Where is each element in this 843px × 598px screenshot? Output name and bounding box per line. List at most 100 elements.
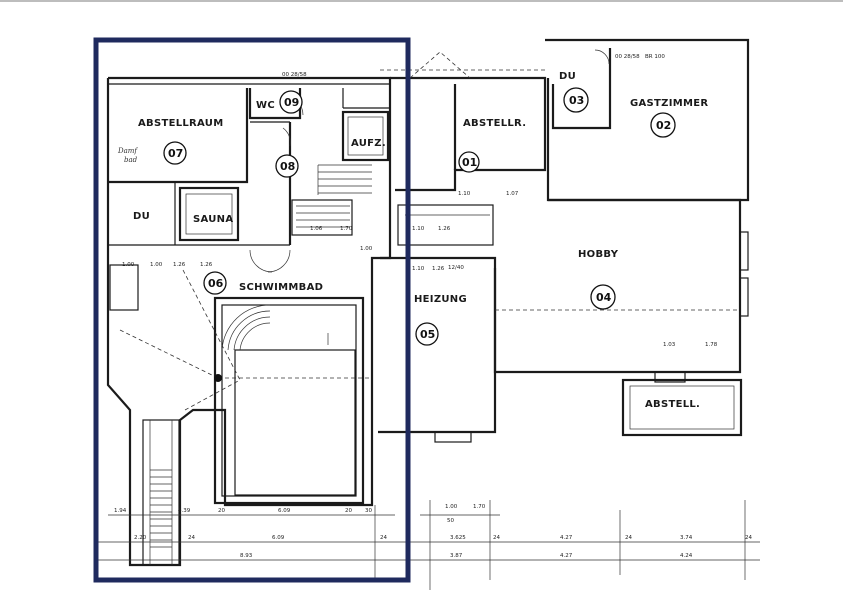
dim-text: 1.10 [412, 266, 425, 272]
door-swing [267, 249, 291, 273]
room-label-abstellr: ABSTELLR. [463, 118, 526, 129]
wall-stair-box [291, 199, 353, 236]
room-circle [415, 322, 439, 346]
room-number-du-right: 03 [569, 94, 584, 107]
room-number-abstellr: 01 [462, 156, 477, 169]
dim-text: 3.74 [680, 535, 693, 541]
dim-text: 1.07 [506, 191, 519, 197]
room-circle [563, 87, 589, 113]
dim-text: 4.39 [178, 508, 191, 514]
dim-text: 1.10 [458, 191, 471, 197]
room-circle [279, 90, 303, 114]
window [434, 431, 472, 443]
dimension-text: 1.94 4.39 20 6.09 20 30 1.00 1.70 50 2.2… [114, 54, 752, 559]
wall-du-right [551, 48, 612, 130]
pool-outer [213, 296, 365, 505]
door-swing [282, 127, 291, 147]
wall-aufzug [341, 110, 390, 162]
wall-abstell [621, 378, 743, 437]
window [654, 371, 686, 383]
room-circle [650, 112, 676, 138]
wall-aufzug-inner [347, 116, 384, 156]
room-label-du-left: DU [133, 211, 150, 222]
dim-text: 1.26 [438, 226, 451, 232]
highlight-frame [93, 37, 411, 583]
pool-basin [234, 349, 356, 496]
dim-text: 6.09 [278, 508, 291, 514]
room-label-aufz: AUFZ. [351, 138, 386, 149]
dim-text: 3.625 [450, 535, 466, 541]
stair-frame [142, 419, 180, 566]
room-circle [203, 271, 227, 295]
dim-text: 12/40 [448, 265, 464, 271]
room-number-abstellraum: 07 [168, 147, 183, 160]
stairs-lower [142, 419, 180, 566]
dim-text: 1.00 [150, 262, 163, 268]
dim-text: 4.27 [560, 553, 573, 559]
dim-text: BR 100 [645, 54, 665, 60]
door-swing [594, 49, 610, 65]
window [739, 231, 749, 271]
room-label-heizung: HEIZUNG [414, 294, 467, 305]
column-marker [214, 374, 222, 382]
dim-text: 2.20 [134, 535, 147, 541]
room-number-hobby: 04 [596, 291, 612, 304]
dim-text: 1.26 [200, 262, 213, 268]
room-label-du-right: DU [559, 71, 576, 82]
room-number-wc: 09 [284, 96, 299, 109]
dim-text: 24 [625, 535, 632, 541]
room-label-wc: WC [256, 100, 275, 111]
window [739, 277, 749, 317]
dim-text: 1.26 [173, 262, 186, 268]
dim-text: 1.70 [340, 226, 353, 232]
pool-inner-edge [221, 304, 357, 497]
wall-sauna-inner [185, 193, 233, 235]
wall-sauna [178, 186, 240, 242]
dim-text: 24 [493, 535, 500, 541]
dashed-line [184, 379, 241, 411]
room-circle [275, 154, 299, 178]
dashed-roof [409, 51, 471, 79]
windows [109, 204, 749, 443]
room-label-hobby: HOBBY [578, 249, 619, 260]
dim-text: 24 [745, 535, 752, 541]
dim-text: 1.00 [360, 246, 373, 252]
room-number-gastzimmer: 02 [656, 119, 671, 132]
dim-text: 1.26 [432, 266, 445, 272]
dim-text: 20 [345, 508, 352, 514]
dim-text: 1.00 [122, 262, 135, 268]
dim-text: 8.93 [240, 553, 253, 559]
wall-middle-top [390, 76, 547, 192]
dim-text: 1.00 [445, 504, 458, 510]
room-number-heizung: 05 [420, 328, 435, 341]
dim-text: 1.06 [310, 226, 323, 232]
dim-text: 6.09 [272, 535, 285, 541]
dim-text: 20 [218, 508, 225, 514]
room-circle [458, 151, 480, 173]
room-circle [590, 284, 616, 310]
dim-text: 4.24 [680, 553, 693, 559]
stairs-center [296, 164, 372, 228]
wall-abstell-inner [629, 385, 735, 430]
handwriting-note: Damf [117, 147, 138, 155]
room-label-gastzimmer: GASTZIMMER [630, 98, 708, 109]
bench [109, 264, 139, 311]
swimming-pool [213, 296, 365, 505]
counter [397, 204, 494, 246]
dim-text: 30 [365, 508, 372, 514]
dim-text: 1.70 [473, 504, 486, 510]
dim-text: 00 28/58 [615, 54, 640, 60]
dim-text: 1.78 [705, 342, 718, 348]
pool-step-arc [227, 310, 271, 351]
dimension-lines [95, 500, 760, 590]
room-label-sauna: SAUNA [193, 214, 233, 225]
dim-text: 00 28/58 [282, 72, 307, 78]
wall-abstellraum [108, 88, 249, 184]
dim-text: 4.27 [560, 535, 573, 541]
wall-gastzimmer [545, 38, 750, 202]
dim-text: 50 [447, 518, 454, 524]
pool-step-arc [221, 304, 271, 351]
interior-walls [108, 48, 612, 246]
